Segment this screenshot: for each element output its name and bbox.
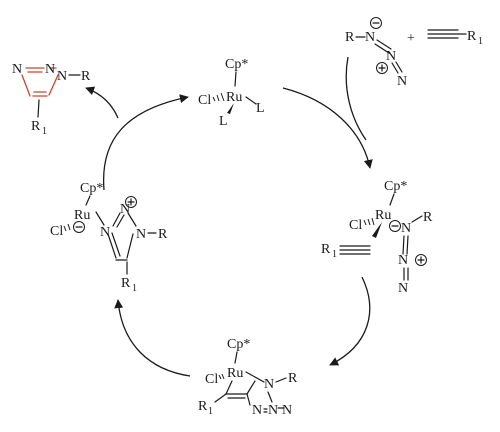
- catalyst-l-bottom: L: [219, 114, 228, 129]
- catalyst-ru: Ru: [226, 90, 242, 105]
- ruthenacycle-n1: N: [264, 377, 274, 392]
- plus-sign: +: [407, 31, 415, 46]
- arrow-reactants-in: [345, 56, 367, 141]
- complex-n-beta: N: [398, 253, 408, 268]
- triazolide-ru-complex: Cp* Ru Cl N N N R R 1: [50, 181, 168, 294]
- triazole-product: N N N R R 1: [12, 62, 91, 137]
- azide-n-beta: N: [386, 49, 396, 64]
- azide-n-gamma: N: [397, 74, 407, 89]
- ruthenacycle-n-a: N: [252, 403, 262, 418]
- arrow-triazolide-to-catalyst: [102, 94, 189, 191]
- product-n1: N: [57, 69, 67, 84]
- complex-hashed-bond: [363, 217, 375, 226]
- ruthenacycle-hashed-bond: [218, 373, 225, 380]
- triazolide-r: R: [158, 227, 168, 242]
- ruthenacycle-r: R: [288, 371, 298, 386]
- complex-ru: Ru: [375, 208, 391, 223]
- complex-n-gamma: N: [398, 281, 408, 296]
- triazolide-n-coordinated: N: [100, 225, 110, 240]
- ruthenacycle-intermediate: Cp* Ru Cl N R R 1 N N N: [198, 337, 298, 418]
- catalyst-hashed-bond: [212, 92, 225, 102]
- alkyne-r1: R: [467, 29, 477, 44]
- product-r1: R: [31, 119, 41, 134]
- complex-r1: R: [321, 242, 331, 257]
- ruthenacycle-cl: Cl: [205, 372, 218, 387]
- azide-reactant: R N N N: [345, 17, 407, 89]
- ruthenacycle-ru: Ru: [227, 366, 243, 381]
- arrow-azide-complex-to-ruthenacycle: [329, 276, 371, 366]
- azide-n-alpha: N: [365, 30, 375, 45]
- catalyst-cp: Cp*: [225, 57, 248, 72]
- complex-cp: Cp*: [384, 179, 407, 194]
- azide-r: R: [345, 30, 355, 45]
- triazolide-cl: Cl: [50, 224, 63, 239]
- complex-r1-subscript: 1: [332, 249, 337, 260]
- arrow-product-out: [85, 86, 119, 119]
- ruthenacycle-r1: R: [198, 399, 208, 414]
- triazolide-n-substituted: N: [136, 227, 146, 242]
- complex-n-alpha: N: [401, 221, 411, 236]
- triazolide-ring-bonds: [95, 211, 137, 261]
- triazolide-ru: Ru: [74, 208, 90, 223]
- complex-cl: Cl: [349, 218, 362, 233]
- product-r1-subscript: 1: [42, 126, 47, 137]
- triazolide-n-middle: N: [120, 202, 130, 217]
- triazolide-r1-subscript: 1: [132, 283, 137, 294]
- arrow-catalyst-to-azide-complex: [282, 87, 373, 169]
- triazolide-r1: R: [121, 276, 131, 291]
- triazolide-cp: Cp*: [80, 181, 103, 196]
- catalyst-l-right: L: [256, 101, 265, 116]
- product-n2: N: [45, 62, 55, 77]
- alkyne-reactant: R 1: [427, 29, 483, 47]
- ruthenacycle-n-b: N: [268, 403, 278, 418]
- azide-alkyne-ru-complex: Cp* Ru Cl N R N N R 1: [321, 179, 433, 296]
- ruthenacycle-n-c: N: [282, 403, 292, 418]
- ruthenacycle-r1-subscript: 1: [208, 406, 213, 417]
- product-r: R: [81, 69, 91, 84]
- triazolide-hashed-bond: [63, 223, 71, 232]
- arrow-ruthenacycle-to-triazolide: [114, 299, 191, 377]
- ruthenium-catalyst: Cp* Ru Cl L L: [198, 57, 265, 129]
- complex-r: R: [423, 210, 433, 225]
- alkyne-r1-subscript: 1: [478, 36, 483, 47]
- catalyst-cl: Cl: [198, 93, 211, 108]
- product-n3: N: [12, 62, 22, 77]
- ruthenacycle-cp: Cp*: [227, 337, 250, 352]
